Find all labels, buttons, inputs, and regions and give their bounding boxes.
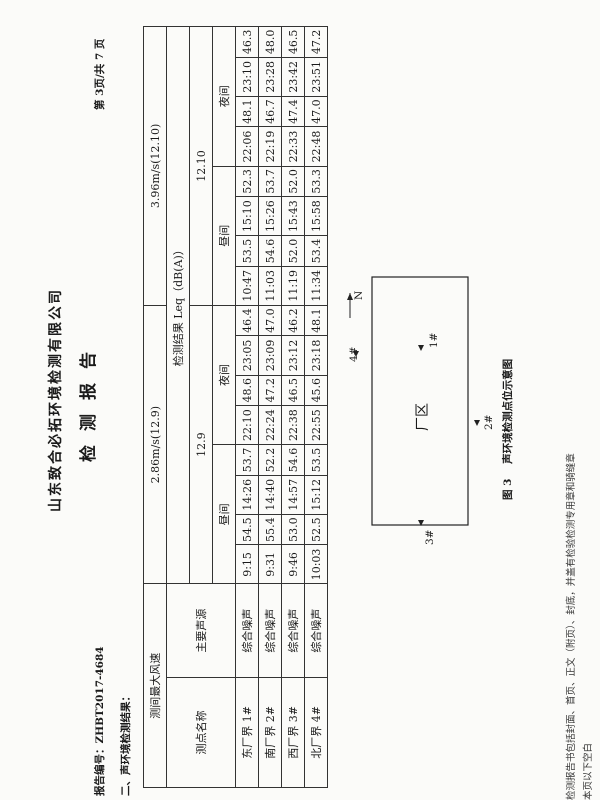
point-4-marker-icon <box>353 351 359 357</box>
factory-label: 厂区 <box>415 403 431 431</box>
footer-note: 检测报告书包括封面、首页、正文（附页）、封底，并盖有检验检测专用章和骑缝章 <box>566 453 577 800</box>
north-label: N <box>353 290 365 300</box>
figure-caption: 图 3 声环境检测点位示意图 <box>500 359 515 500</box>
factory-outline <box>371 276 469 526</box>
point-2-marker-icon <box>474 420 480 426</box>
point-1-label: 1# <box>428 332 440 348</box>
figure-title: 声环境检测点位示意图 <box>502 358 514 464</box>
point-2-label: 2# <box>483 414 495 430</box>
north-arrow-icon <box>347 293 353 300</box>
point-3-label: 3# <box>424 529 436 545</box>
point-1-marker-icon <box>418 345 424 351</box>
blank-note: 本页以下空白 <box>583 742 594 800</box>
figure-number: 图 3 <box>502 478 514 500</box>
point-4-label: 4# <box>348 346 360 362</box>
point-3-marker-icon <box>418 520 424 526</box>
